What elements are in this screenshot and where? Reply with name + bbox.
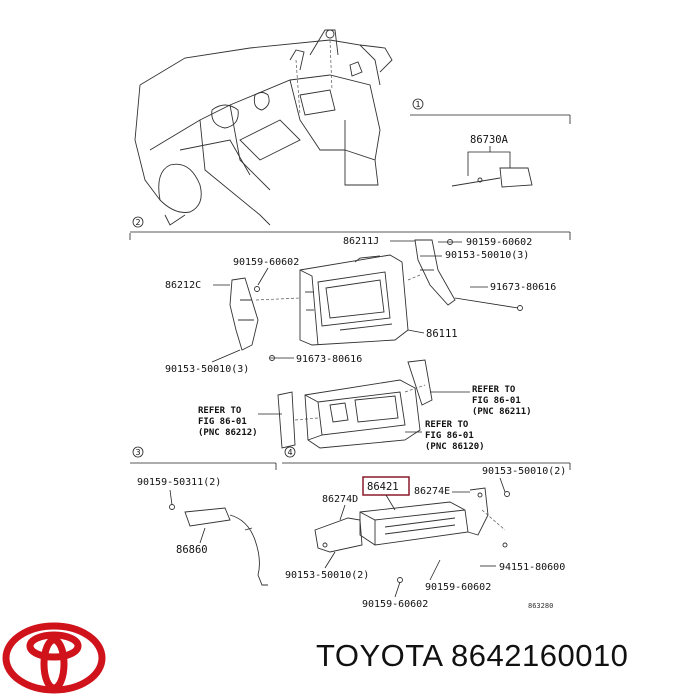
part-94151-80600: 94151-80600 bbox=[499, 562, 565, 573]
part-86730A: 86730A bbox=[470, 134, 509, 146]
brand-name: TOYOTA bbox=[316, 638, 442, 673]
part-90153-50010-2-a: 90153-50010(2) bbox=[482, 466, 566, 477]
part-90159-60602-a: 90159-60602 bbox=[466, 237, 532, 248]
part-90153-50010-3-a: 90153-50010(3) bbox=[445, 250, 529, 261]
refer-left-line-2: FIG 86-01 bbox=[198, 417, 247, 427]
toyota-logo-icon bbox=[2, 622, 106, 694]
section-4: 4 90153-50010(2) 86421 86274D 86274E 941… bbox=[282, 446, 571, 610]
refer-block-left: REFER TO FIG 86-01 (PNC 86212) bbox=[198, 406, 258, 438]
part-86111: 86111 bbox=[426, 328, 458, 340]
section-2: 2 86211J 90159-60602 90153-50010(3) 9015… bbox=[129, 216, 571, 375]
section-1: 1 86730A bbox=[410, 98, 571, 188]
car-interior-illustration bbox=[134, 29, 393, 226]
refer-block-right-1: REFER TO FIG 86-01 (PNC 86211) bbox=[472, 385, 532, 417]
refer-right2-line-2: FIG 86-01 bbox=[425, 431, 474, 441]
part-86212C: 86212C bbox=[165, 280, 201, 291]
part-90153-50010-3-b: 90153-50010(3) bbox=[165, 364, 249, 375]
section-2-label: 2 bbox=[135, 218, 140, 227]
part-90159-60602-c: 90159-60602 bbox=[425, 582, 491, 593]
part-90159-50311-2: 90159-50311(2) bbox=[137, 477, 221, 488]
footer-brand-part-number: TOYOTA 8642160010 bbox=[316, 638, 628, 674]
part-86211J: 86211J bbox=[343, 236, 379, 247]
refer-right1-line-1: REFER TO bbox=[472, 385, 516, 395]
part-86860: 86860 bbox=[176, 544, 208, 556]
part-86421: 86421 bbox=[367, 481, 399, 493]
section-3-label: 3 bbox=[135, 448, 140, 457]
part-86274D: 86274D bbox=[322, 494, 358, 505]
part-90159-60602-d: 90159-60602 bbox=[362, 599, 428, 610]
section-1-label: 1 bbox=[415, 100, 420, 109]
refer-right1-line-3: (PNC 86211) bbox=[472, 407, 532, 417]
refer-right2-line-1: REFER TO bbox=[425, 420, 469, 430]
part-91673-80616-a: 91673-80616 bbox=[490, 282, 556, 293]
refer-left-line-3: (PNC 86212) bbox=[198, 428, 258, 438]
part-90159-60602-b: 90159-60602 bbox=[233, 257, 299, 268]
refer-left-line-1: REFER TO bbox=[198, 406, 242, 416]
section-3: 3 90159-50311(2) 86860 bbox=[130, 446, 277, 586]
radio-unit bbox=[258, 359, 470, 449]
display-bezel bbox=[299, 254, 409, 346]
refer-block-right-2: REFER TO FIG 86-01 (PNC 86120) bbox=[425, 420, 485, 452]
figure-code: 863280 bbox=[528, 602, 553, 610]
refer-right1-line-2: FIG 86-01 bbox=[472, 396, 521, 406]
part-91673-80616-b: 91673-80616 bbox=[296, 354, 362, 365]
part-number: 8642160010 bbox=[451, 638, 629, 673]
refer-right2-line-3: (PNC 86120) bbox=[425, 442, 485, 452]
section-4-label: 4 bbox=[287, 448, 292, 457]
part-86274E: 86274E bbox=[414, 486, 450, 497]
part-90153-50010-2-b: 90153-50010(2) bbox=[285, 570, 369, 581]
